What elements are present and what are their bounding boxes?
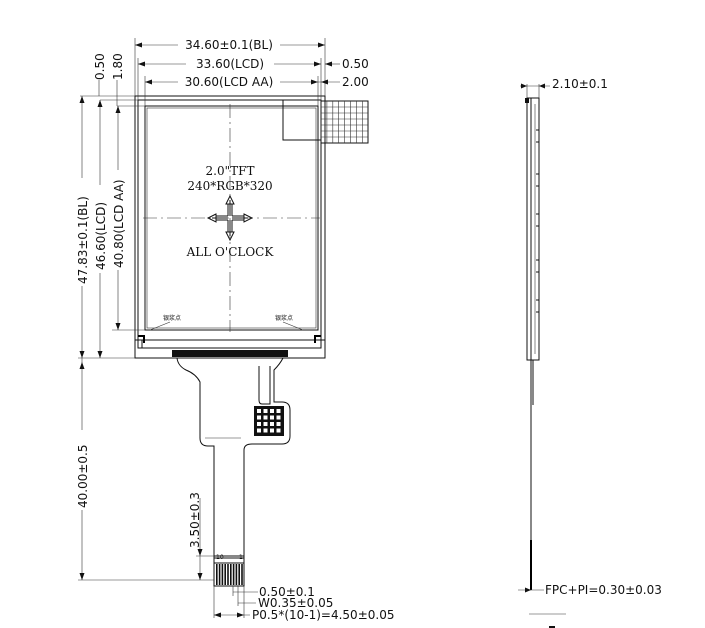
fpc-corner-box — [282, 100, 321, 141]
panel-size-label: 2.0"TFT — [206, 164, 255, 178]
arrowheads-top — [135, 42, 332, 85]
fpc-tail — [170, 350, 291, 559]
silver-dot-label-left: 银浆点 — [163, 314, 181, 322]
dim-offset-top: 0.50 — [93, 53, 107, 80]
silver-dot-label-right: 银浆点 — [275, 314, 293, 322]
dim-module-thickness: 2.10±0.1 — [552, 77, 608, 91]
dim-pin-offset: 0.50±0.1 — [259, 585, 315, 599]
dim-fpc-thickness: FPC+PI=0.30±0.03 — [545, 583, 662, 597]
dim-lcd-height: 46.60(LCD) — [94, 202, 108, 270]
arrowheads-left — [79, 96, 203, 580]
dimension-lines-topleft — [80, 80, 145, 107]
side-view-bottom-marker — [549, 626, 555, 628]
dim-aa-width: 30.60(LCD AA) — [185, 75, 274, 89]
panel-resolution-label: 240*RGB*320 — [187, 179, 272, 193]
dim-pin-width: W0.35±0.05 — [258, 596, 333, 610]
glass-step — [135, 339, 325, 349]
dim-bl-width: 34.60±0.1(BL) — [185, 38, 273, 52]
silver-dot-leader-left — [149, 321, 171, 331]
side-view — [518, 83, 566, 628]
fpc-gold-fingers — [213, 555, 245, 587]
corner-marks — [138, 335, 321, 343]
dim-offset-top2: 1.80 — [111, 53, 125, 80]
dim-stiffener-length: 3.50±0.3 — [188, 492, 202, 548]
dim-right-offset-1: 0.50 — [342, 57, 369, 71]
pin-last-label: 1 — [239, 554, 243, 561]
dim-lcd-width: 33.60(LCD) — [196, 57, 264, 71]
fpc-bonding-strip — [172, 350, 288, 357]
top-flex-grid — [320, 100, 369, 144]
viewing-direction-label: ALL O'CLOCK — [186, 245, 275, 259]
dim-right-offset-2: 2.00 — [342, 75, 369, 89]
fpc-component-icon — [254, 406, 284, 436]
silver-dot-leader-right — [282, 321, 304, 331]
dim-fpc-length: 40.00±0.5 — [76, 445, 90, 509]
view-direction-arrows-icon — [206, 194, 254, 242]
pin-first-label: 10 — [216, 554, 224, 561]
dim-pin-pitch: P0.5*(10-1)=4.50±0.05 — [252, 608, 394, 622]
arrowheads-bottom — [214, 612, 244, 618]
dim-aa-height: 40.80(LCD AA) — [112, 179, 126, 268]
dim-bl-height: 47.83±0.1(BL) — [76, 196, 90, 284]
